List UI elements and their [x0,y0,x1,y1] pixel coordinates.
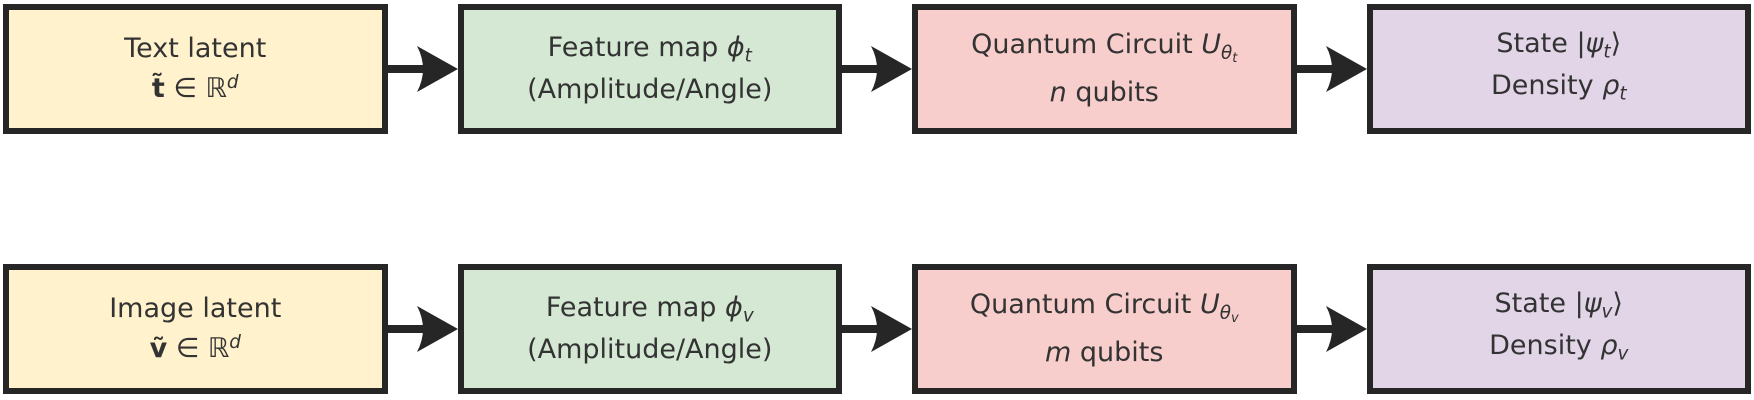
text-segment: ϕ [725,291,743,323]
text-segment: qubits [1071,337,1164,369]
box-line: t̃ ∈ ℝd [152,66,239,106]
text-segment: ψ [1583,287,1602,319]
text-segment: v [742,305,754,327]
box-line: Feature map ϕv [546,291,754,334]
flow-arrow-icon [842,299,912,359]
text-segment: θ [1219,302,1231,324]
text-segment: ϕ [726,31,745,63]
text-segment: ℝ [205,73,227,105]
box-line: Quantum Circuit Uθv [970,288,1239,336]
flow-arrow-icon [1296,299,1367,359]
box-text-state: State |ψt⟩Density ρt [1366,4,1751,134]
text-segment: Density [1490,70,1603,101]
box-line: ṽ ∈ ℝd [150,326,241,366]
text-segment: v [1617,343,1629,365]
text-segment: Quantum Circuit [969,288,1200,320]
text-segment: t [1603,41,1611,62]
flow-arrow-icon [1296,39,1367,99]
text-segment: ∈ [167,333,208,365]
text-segment: Feature map [547,31,727,63]
box-image-feature-map: Feature map ϕv(Amplitude/Angle) [457,264,842,394]
text-segment: State | [1494,287,1584,319]
text-segment: U [1199,288,1220,320]
text-segment: m [1045,337,1072,369]
text-segment: Quantum Circuit [971,28,1202,60]
text-segment: t̃ [151,73,165,105]
text-segment: ρ [1602,70,1620,101]
text-segment: d [226,71,239,93]
flow-arrow-icon [387,39,458,99]
text-segment: t [1232,51,1238,67]
box-line: State |ψt⟩ [1496,27,1621,70]
text-segment: ṽ [149,333,168,365]
text-segment: t [744,45,752,67]
text-segment: θ [1221,42,1233,64]
text-segment: (Amplitude/Angle) [527,74,773,106]
box-line: Quantum Circuit Uθt [971,28,1237,76]
text-segment: ψ [1585,27,1604,59]
text-segment: ℝ [207,333,230,365]
box-text-feature-map: Feature map ϕt(Amplitude/Angle) [457,4,842,134]
box-line: (Amplitude/Angle) [527,333,772,367]
box-line: (Amplitude/Angle) [527,73,772,107]
box-line: Feature map ϕt [548,31,752,74]
text-segment: d [229,331,241,353]
text-segment: State | [1496,27,1586,59]
text-segment: ∈ [164,73,206,105]
text-segment: Density [1489,330,1601,361]
text-segment: Image latent [109,292,282,324]
box-line: Text latent [124,32,266,66]
text-segment: ⟩ [1612,287,1623,319]
flow-arrow-icon [387,299,458,359]
text-segment: (Amplitude/Angle) [527,334,773,366]
box-line: Image latent [109,292,281,326]
text-segment: t [1619,83,1627,105]
flow-arrow-icon [842,39,912,99]
box-line: State |ψv⟩ [1495,287,1623,330]
box-line: m qubits [1045,336,1163,370]
box-line: Density ρt [1491,69,1627,112]
text-segment: Text latent [124,32,267,64]
text-segment: qubits [1066,77,1159,109]
text-segment: v [1601,301,1613,322]
box-line: Density ρv [1489,329,1628,372]
text-segment: Feature map [545,291,725,323]
text-segment: n [1049,77,1067,109]
box-line: n qubits [1050,76,1159,110]
text-segment: v [1230,311,1239,327]
box-image-state: State |ψv⟩Density ρv [1366,264,1751,394]
text-segment: U [1201,28,1222,60]
text-segment: ⟩ [1610,27,1622,59]
text-segment: ρ [1600,330,1618,361]
